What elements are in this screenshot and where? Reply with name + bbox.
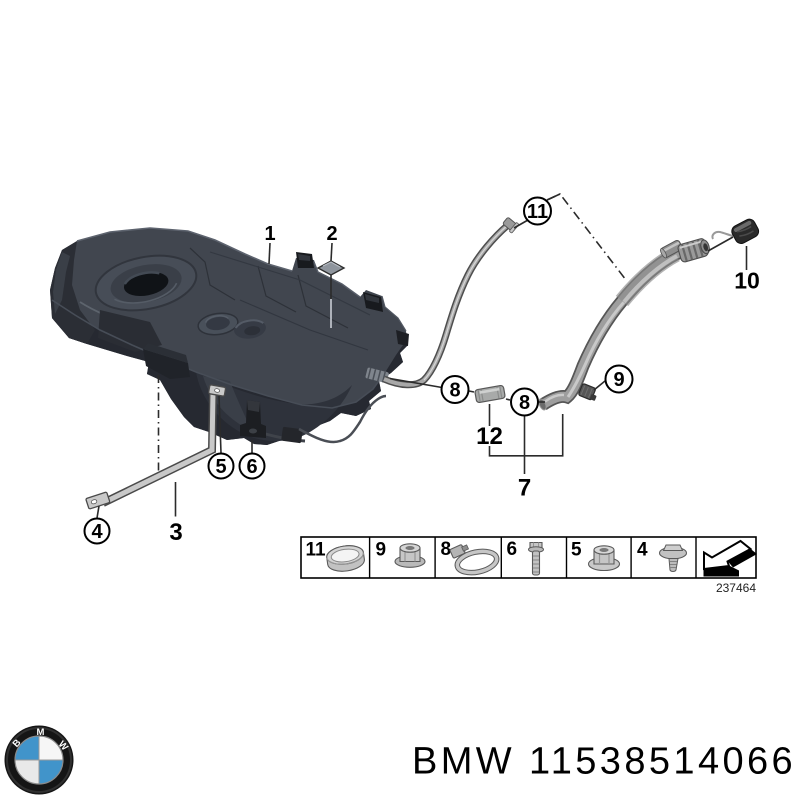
svg-text:8: 8 — [519, 392, 530, 414]
svg-text:6: 6 — [507, 539, 518, 560]
svg-text:4: 4 — [637, 540, 648, 561]
svg-text:11: 11 — [306, 540, 327, 561]
svg-text:6: 6 — [246, 456, 257, 478]
svg-text:5: 5 — [215, 456, 226, 478]
svg-text:3: 3 — [169, 519, 182, 546]
svg-text:8: 8 — [441, 539, 452, 560]
svg-text:1: 1 — [264, 223, 275, 245]
svg-text:9: 9 — [613, 369, 624, 391]
svg-text:7: 7 — [518, 475, 531, 502]
svg-text:5: 5 — [571, 540, 582, 561]
svg-text:11: 11 — [527, 201, 548, 223]
svg-text:12: 12 — [476, 423, 503, 450]
svg-text:8: 8 — [449, 380, 460, 402]
svg-text:2: 2 — [326, 223, 337, 245]
svg-text:BMW 11538514066: BMW 11538514066 — [412, 741, 796, 783]
svg-text:10: 10 — [734, 268, 760, 294]
svg-text:9: 9 — [376, 540, 387, 561]
svg-text:237464: 237464 — [716, 581, 756, 595]
svg-text:4: 4 — [91, 521, 103, 543]
svg-text:M: M — [36, 727, 44, 738]
